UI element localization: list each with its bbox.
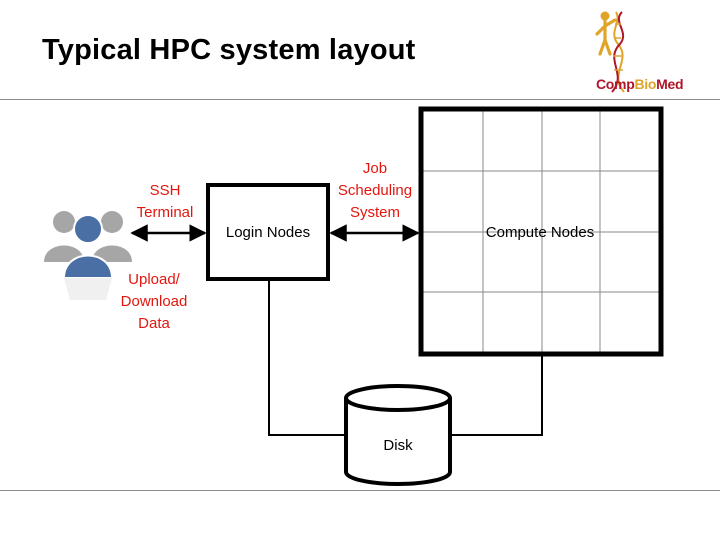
ssh-terminal-label: SSH Terminal [126, 180, 204, 224]
login-nodes-label: Login Nodes [225, 224, 311, 241]
footer-divider [0, 490, 720, 491]
job-scheduling-label: Job Scheduling System [329, 158, 421, 224]
upload-download-label: Upload/ Download Data [110, 269, 198, 335]
upload-label-line3: Data [138, 315, 170, 332]
upload-label-line2: Download [120, 293, 188, 310]
upload-label-line1: Upload/ [128, 271, 180, 288]
disk-label: Disk [383, 437, 413, 454]
job-label-line3: System [349, 204, 400, 221]
logo-text-med: Med [656, 76, 684, 92]
logo-text-bio: Bio [634, 76, 657, 92]
login-nodes-box [206, 183, 330, 281]
compute-disk-connector [450, 356, 543, 436]
header-divider [0, 99, 720, 100]
job-label-line1: Job [362, 160, 388, 177]
slide-title: Typical HPC system layout [42, 34, 416, 66]
compute-nodes-box [418, 106, 664, 357]
logo-text-comp: Comp [596, 76, 635, 92]
ssh-label-line2: Terminal [136, 204, 194, 221]
logo-text: CompBioMed [596, 76, 684, 92]
ssh-label-line1: SSH [149, 182, 181, 199]
job-label-line2: Scheduling [337, 182, 413, 199]
disk-cylinder [344, 384, 452, 486]
login-disk-connector [268, 281, 346, 436]
compbiomed-logo [595, 11, 625, 93]
users-icon [44, 211, 132, 300]
compute-nodes-label: Compute Nodes [485, 224, 595, 241]
